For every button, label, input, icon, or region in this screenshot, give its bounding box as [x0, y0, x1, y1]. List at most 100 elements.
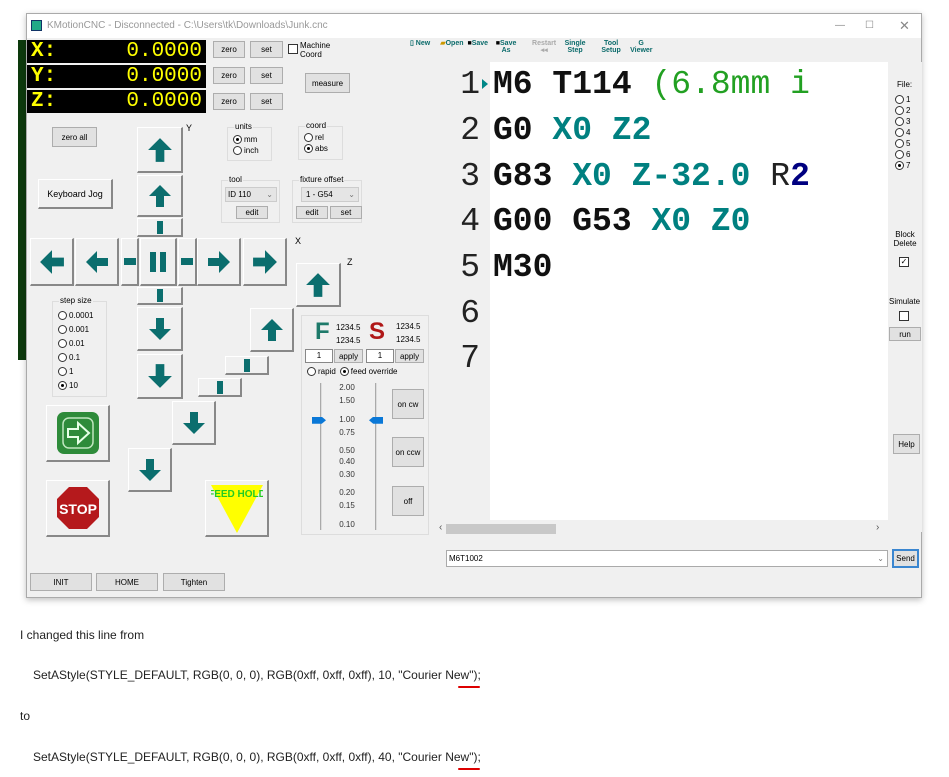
- maximize-button[interactable]: ☐: [865, 20, 874, 31]
- minimize-button[interactable]: —: [835, 20, 845, 31]
- spindle-slider-thumb[interactable]: [369, 416, 383, 424]
- jog-z-plus-button[interactable]: [250, 308, 294, 352]
- g-viewer-button[interactable]: G Viewer: [630, 40, 653, 54]
- file-radio-5[interactable]: 5: [895, 138, 910, 149]
- coord-radio-abs[interactable]: abs: [304, 143, 342, 154]
- send-button[interactable]: Send: [892, 549, 919, 568]
- chevron-down-icon[interactable]: ⌄: [877, 554, 884, 563]
- fixture-select[interactable]: 1 - G54⌄: [301, 187, 359, 202]
- spindle-on-cw-button[interactable]: on cw: [392, 389, 424, 419]
- feed-hold-button[interactable]: FEED HOLD: [205, 480, 269, 537]
- rapid-radio[interactable]: rapid: [307, 366, 336, 377]
- spindle-apply-button[interactable]: apply: [395, 349, 424, 363]
- measure-button[interactable]: measure: [305, 73, 350, 93]
- keyboard-jog-button[interactable]: Keyboard Jog: [38, 179, 113, 209]
- help-button[interactable]: Help: [893, 434, 920, 454]
- jog-stop-button[interactable]: [140, 238, 177, 286]
- close-button[interactable]: ✕: [899, 18, 910, 33]
- machine-coord-checkbox[interactable]: [288, 44, 298, 54]
- jog-y-minus-button[interactable]: [137, 307, 183, 351]
- jog-z-minus-button[interactable]: [172, 401, 216, 445]
- feed-slider-thumb[interactable]: [312, 416, 326, 424]
- gcode-editor[interactable]: [490, 62, 888, 520]
- new-button[interactable]: ▯ New: [410, 40, 431, 47]
- file-radio-1[interactable]: 1: [895, 94, 910, 105]
- tighten-button[interactable]: Tighten: [163, 573, 225, 591]
- jog-x-plus-step-button[interactable]: [178, 238, 197, 286]
- step-radio-10[interactable]: 10: [58, 380, 106, 391]
- code-line-5: M30: [493, 249, 553, 286]
- jog-y-plus-fast-button[interactable]: [137, 127, 183, 173]
- jog-x-minus-step-button[interactable]: [121, 238, 139, 286]
- feed-slider-track[interactable]: [320, 383, 322, 530]
- set-z-button[interactable]: set: [250, 93, 283, 110]
- feed-input[interactable]: 1: [305, 349, 333, 363]
- set-y-button[interactable]: set: [250, 67, 283, 84]
- jog-x-minus-fast-button[interactable]: [30, 238, 74, 286]
- open-button[interactable]: ▰Open: [440, 40, 464, 47]
- jog-z-plus-fast-button[interactable]: [296, 263, 341, 307]
- file-radio-2[interactable]: 2: [895, 105, 910, 116]
- jog-y-plus-step-button[interactable]: [137, 218, 183, 237]
- zero-z-button[interactable]: zero: [213, 93, 245, 110]
- jog-y-plus-button[interactable]: [137, 175, 183, 217]
- jog-x-plus-fast-button[interactable]: [243, 238, 287, 286]
- tool-select[interactable]: ID 110⌄: [225, 187, 277, 202]
- simulate-checkbox[interactable]: [899, 311, 909, 321]
- run-button[interactable]: run: [889, 327, 921, 341]
- fixture-edit-button[interactable]: edit: [296, 206, 328, 219]
- spindle-slider-track[interactable]: [375, 383, 377, 530]
- fixture-set-button[interactable]: set: [330, 206, 362, 219]
- scroll-right-icon[interactable]: ›: [876, 522, 880, 533]
- file-radio-6[interactable]: 6: [895, 149, 910, 160]
- spindle-input[interactable]: 1: [366, 349, 394, 363]
- zero-x-button[interactable]: zero: [213, 41, 245, 58]
- feed-override-radio[interactable]: feed override: [339, 366, 398, 377]
- units-radio-inch[interactable]: inch: [233, 145, 271, 156]
- units-radio-mm[interactable]: mm: [233, 134, 271, 145]
- tool-setup-button[interactable]: Tool Setup: [601, 40, 621, 54]
- restart-button[interactable]: Restart◂◂: [532, 40, 557, 54]
- code-line-3: G83 X0 Z-32.0 R2: [493, 158, 810, 195]
- file-radio-7[interactable]: 7: [895, 160, 910, 171]
- zero-y-button[interactable]: zero: [213, 67, 245, 84]
- jog-z-plus-step-button[interactable]: [225, 356, 269, 375]
- step-radio-1[interactable]: 1: [58, 366, 106, 377]
- cycle-start-button[interactable]: [46, 405, 110, 462]
- scrollbar-thumb[interactable]: [446, 524, 556, 534]
- arrow-down-icon: [147, 364, 172, 388]
- step-radio-0.0001[interactable]: 0.0001: [58, 310, 106, 321]
- step-radio-0.01[interactable]: 0.01: [58, 338, 106, 349]
- window-title: KMotionCNC - Disconnected - C:\Users\tk\…: [47, 20, 328, 31]
- save-as-button[interactable]: ■Save As: [495, 40, 517, 54]
- spindle-off-button[interactable]: off: [392, 486, 424, 516]
- zero-all-button[interactable]: zero all: [52, 127, 97, 147]
- step-radio-0.1[interactable]: 0.1: [58, 352, 106, 363]
- jog-z-minus-step-button[interactable]: [198, 378, 242, 397]
- jog-y-minus-fast-button[interactable]: [137, 354, 183, 399]
- file-radio-4[interactable]: 4: [895, 127, 910, 138]
- coord-radio-rel[interactable]: rel: [304, 132, 342, 143]
- save-button[interactable]: ■Save: [467, 40, 489, 47]
- jog-x-plus-button[interactable]: [197, 238, 241, 286]
- set-x-button[interactable]: set: [250, 41, 283, 58]
- horizontal-scrollbar[interactable]: ‹ ›: [436, 522, 886, 535]
- jog-z-minus-fast-button[interactable]: [128, 448, 172, 492]
- scale-label: 0.10: [339, 520, 355, 529]
- feed-apply-button[interactable]: apply: [334, 349, 363, 363]
- home-button[interactable]: HOME: [96, 573, 158, 591]
- tool-edit-button[interactable]: edit: [236, 206, 268, 219]
- single-step-button[interactable]: Single Step: [564, 40, 586, 54]
- stop-button[interactable]: STOP: [46, 480, 110, 537]
- step-radio-0.001[interactable]: 0.001: [58, 324, 106, 335]
- jog-x-minus-button[interactable]: [75, 238, 119, 286]
- command-input[interactable]: M6T1002⌄: [446, 550, 888, 567]
- jog-y-minus-step-button[interactable]: [137, 287, 183, 305]
- init-button[interactable]: INIT: [30, 573, 92, 591]
- arrow-up-icon: [260, 318, 283, 341]
- block-delete-checkbox[interactable]: ✓: [899, 257, 909, 267]
- file-radio-3[interactable]: 3: [895, 116, 910, 127]
- scroll-left-icon[interactable]: ‹: [439, 522, 443, 533]
- spindle-on-ccw-button[interactable]: on ccw: [392, 437, 424, 467]
